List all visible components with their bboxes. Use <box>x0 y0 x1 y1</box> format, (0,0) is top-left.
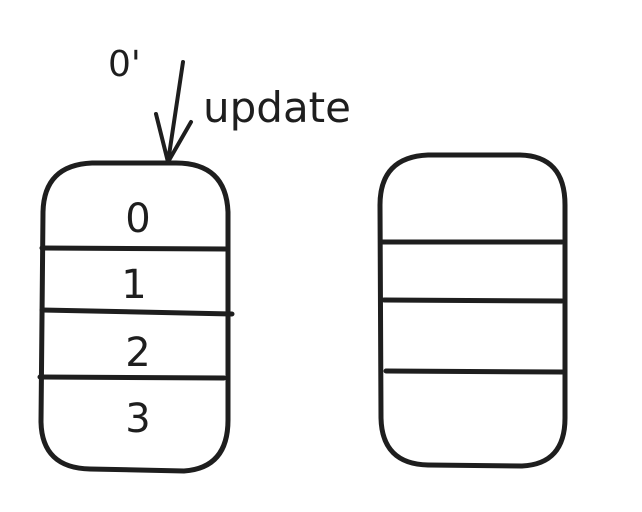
left-stack: 0 1 2 3 <box>37 160 235 474</box>
left-stack-cell-label: 2 <box>125 330 150 376</box>
update-label: update <box>203 83 351 132</box>
right-stack-divider <box>381 297 565 304</box>
left-stack-cell-label: 0 <box>125 196 150 242</box>
right-stack-divider <box>383 368 566 375</box>
right-stack-outline <box>377 152 568 469</box>
left-stack-outline <box>38 160 231 474</box>
right-stack <box>377 152 568 469</box>
update-arrow <box>154 60 193 164</box>
left-stack-divider <box>39 307 235 317</box>
left-stack-cell-label: 1 <box>121 262 146 308</box>
new-value-label: 0' <box>108 44 141 85</box>
left-stack-cell-label: 3 <box>125 396 150 442</box>
left-stack-divider <box>39 245 229 252</box>
left-stack-divider <box>37 374 227 381</box>
